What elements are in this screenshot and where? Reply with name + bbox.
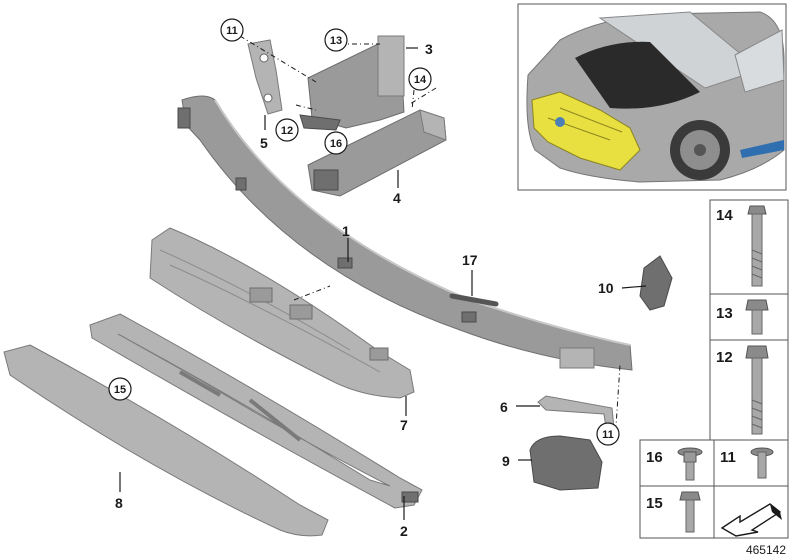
callout-7: 7 [400, 417, 408, 433]
callout-1: 1 [342, 223, 350, 239]
inset-frame [517, 3, 787, 191]
circled-callouts: 11 13 14 12 16 15 11 [108, 18, 620, 446]
table-label-11: 11 [720, 449, 736, 466]
bolt-15-icon [679, 491, 701, 533]
callout-11-top: 11 [226, 25, 238, 37]
table-label-13: 13 [716, 305, 733, 322]
table-label-14: 14 [716, 207, 733, 224]
car-illustration [526, 11, 785, 183]
part-8-trim-strip [3, 344, 329, 537]
part-5-bracket [247, 39, 283, 115]
callouts: 1 2 3 4 5 6 7 8 9 10 17 [115, 41, 614, 539]
callout-3: 3 [425, 41, 433, 57]
direction-arrow-icon [720, 503, 782, 537]
diagram-id: 465142 [746, 543, 786, 557]
table-label-12: 12 [716, 349, 733, 366]
fastener-cell-arrow [713, 485, 789, 539]
part-7-impact-absorber [149, 227, 415, 399]
part-10-clip [639, 255, 673, 311]
bolt-14-icon [747, 205, 767, 287]
vehicle-location-inset [517, 3, 787, 191]
callout-13: 13 [330, 35, 342, 47]
table-label-16: 16 [646, 449, 663, 466]
part-2-carrier-frame [89, 313, 423, 509]
callout-4: 4 [393, 190, 401, 206]
part-17-rod [449, 293, 499, 307]
part-4-crash-box [307, 109, 447, 197]
bolt-13-icon [745, 299, 769, 335]
fastener-cell-15 [639, 485, 715, 539]
callout-10: 10 [598, 280, 614, 296]
callout-6: 6 [500, 399, 508, 415]
fastener-table: 14 13 12 16 11 15 [639, 199, 789, 539]
part-1-bumper-carrier [177, 95, 633, 371]
table-label-15: 15 [646, 495, 663, 512]
part-3-crash-box-bracket [299, 35, 405, 131]
bolt-12-icon [745, 345, 769, 435]
callout-5: 5 [260, 135, 268, 151]
callout-17: 17 [462, 252, 478, 268]
callout-8: 8 [115, 495, 123, 511]
bolt-16-icon [677, 447, 703, 481]
part-9-cover-cap [529, 435, 603, 491]
callout-15: 15 [114, 384, 126, 396]
callout-14: 14 [414, 74, 427, 86]
callout-16: 16 [330, 138, 342, 150]
part-6-mounting-bracket [537, 395, 615, 429]
callout-9: 9 [502, 453, 510, 469]
callout-2: 2 [400, 523, 408, 539]
leader-lines [119, 47, 647, 520]
callout-11-bottom: 11 [602, 429, 614, 441]
screw-11-icon [750, 447, 774, 479]
callout-12: 12 [281, 125, 293, 137]
